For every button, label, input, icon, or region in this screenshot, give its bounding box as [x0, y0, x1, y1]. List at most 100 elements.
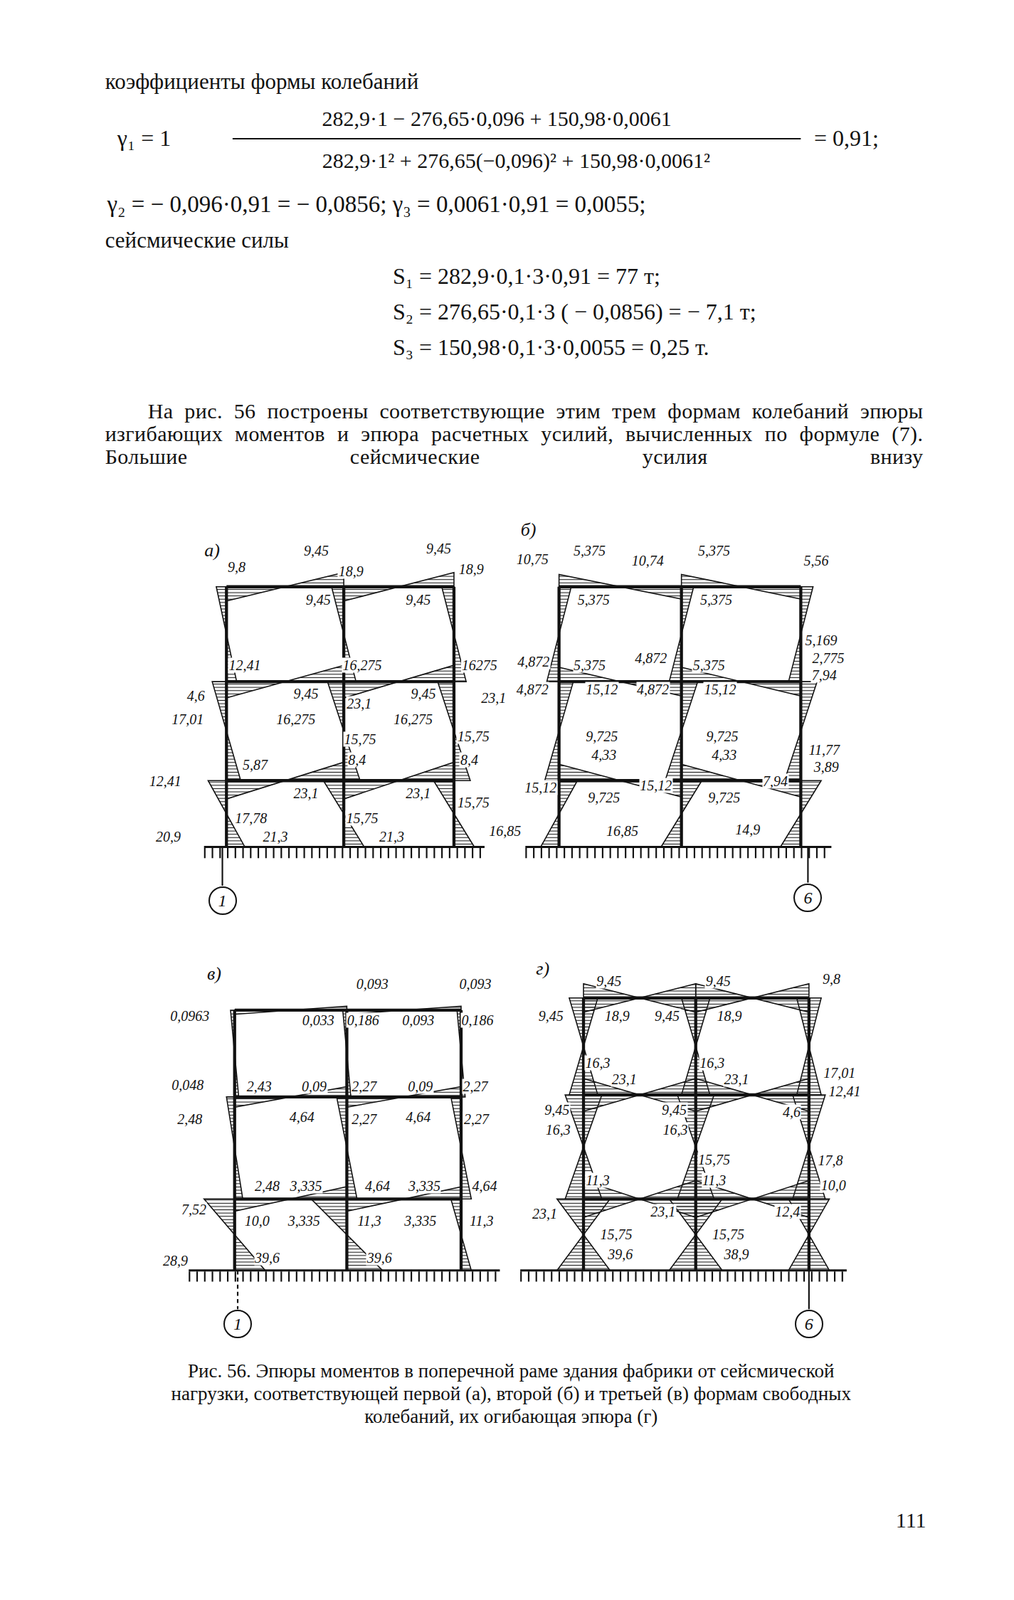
moment-value: 0,093: [458, 976, 493, 992]
moment-value: 9,45: [404, 592, 432, 607]
moment-value: 11,3: [356, 1213, 383, 1229]
moment-value: 14,9: [734, 821, 761, 837]
moment-value: 9,45: [409, 685, 437, 701]
formula-text: 282,9·1 − 276,65·0,096 + 150,98·0,0061: [322, 106, 672, 131]
moment-value: 5,375: [692, 657, 726, 673]
moment-value: 23,1: [649, 1204, 676, 1220]
moment-value: 4,872: [515, 682, 550, 698]
moment-value: 16,3: [698, 1055, 726, 1071]
axis-marker: 1: [223, 1310, 252, 1339]
moment-value: 3,335: [407, 1179, 442, 1195]
moment-value: 18,9: [716, 1008, 743, 1024]
moment-value: 11,77: [808, 742, 842, 758]
axis-number: 1: [233, 1315, 242, 1333]
moment-value: 0,0963: [169, 1008, 210, 1024]
moment-value: 12,4: [774, 1204, 801, 1220]
moment-value: 9,45: [425, 541, 452, 557]
moment-value: 9,725: [587, 790, 621, 806]
moment-value: 15,75: [456, 729, 491, 745]
formula-text: 111: [895, 1508, 927, 1533]
panel-letter: б): [520, 520, 537, 541]
moment-value: 39,6: [606, 1247, 634, 1263]
body-paragraph: На рис. 56 построены соответствующие эти…: [105, 399, 924, 469]
moment-value: 15,75: [711, 1226, 746, 1242]
moment-value: 5,375: [697, 543, 731, 559]
moment-value: 16,275: [275, 711, 316, 727]
moment-value: 18,9: [338, 563, 365, 579]
moment-value: 7,94: [811, 668, 838, 684]
moment-value: 8,4: [347, 752, 367, 768]
moment-value: 15,12: [703, 682, 738, 698]
moment-value: 2,48: [254, 1179, 281, 1195]
moment-value: 15,12: [523, 779, 558, 795]
moment-value: 2,43: [246, 1078, 273, 1094]
moment-value: 12,41: [828, 1083, 862, 1099]
moment-value: 9,45: [705, 974, 732, 990]
moment-value: 5,375: [577, 592, 611, 607]
moment-value: 9,725: [707, 790, 741, 806]
moment-value: 0,093: [401, 1012, 435, 1028]
moment-value: 28,9: [162, 1253, 189, 1269]
axis-number: 6: [804, 1315, 814, 1333]
formula-text: γ₂ = − 0,096·0,91 = − 0,0856; γ₃ = 0,006…: [107, 191, 647, 218]
moment-value: 16,275: [392, 711, 434, 727]
panel-letter: в): [207, 964, 222, 985]
moment-value: 12,41: [148, 774, 183, 790]
moment-value: 23,1: [404, 786, 432, 802]
moment-value: 17,78: [234, 810, 268, 826]
moment-value: 10,75: [515, 551, 550, 567]
moment-value: 21,3: [378, 828, 405, 844]
moment-value: 9,8: [821, 972, 842, 987]
moment-value: 4,64: [364, 1179, 391, 1195]
moment-value: 9,45: [305, 592, 332, 607]
moment-value: 15,75: [345, 810, 379, 826]
moment-value: 2,27: [463, 1111, 490, 1127]
moment-value: 11,3: [468, 1213, 495, 1229]
moment-value: 11,3: [584, 1172, 611, 1188]
moment-value: 15,75: [599, 1226, 633, 1242]
formula-text: S₃ = 150,98·0,1·3·0,0055 = 0,25 т.: [392, 335, 710, 361]
moment-value: 12,41: [228, 657, 262, 673]
moment-value: 4,64: [471, 1179, 498, 1195]
formula-text: S₁ = 282,9·0,1·3·0,91 = 77 т;: [392, 263, 661, 289]
moment-value: 9,45: [595, 974, 622, 990]
moment-value: 23,1: [293, 786, 320, 802]
moment-value: 7,94: [762, 774, 789, 790]
axis-number: 6: [803, 889, 812, 907]
moment-value: 7,52: [180, 1202, 208, 1218]
moment-value: 4,6: [186, 688, 206, 704]
moment-value: 4,872: [516, 654, 551, 670]
moment-value: 4,6: [782, 1104, 802, 1120]
moment-value: 0,048: [170, 1078, 205, 1093]
axis-number: 1: [218, 892, 227, 910]
moment-value: 9,45: [543, 1102, 570, 1118]
formula-text: сейсмические силы: [105, 228, 289, 253]
moment-value: 9,45: [653, 1008, 681, 1024]
moment-value: 0,186: [346, 1012, 380, 1028]
moment-value: 3,335: [289, 1179, 324, 1195]
moment-value: 2,775: [811, 650, 846, 666]
formula-text: 282,9·1² + 276,65(−0,096)² + 150,98·0,00…: [322, 148, 711, 173]
moment-value: 4,64: [404, 1109, 432, 1125]
moment-value: 9,725: [705, 729, 739, 745]
moment-value: 16,85: [605, 824, 639, 839]
moment-value: 8,4: [459, 752, 479, 768]
formula-text: = 0,91;: [814, 125, 879, 151]
moment-value: 3,335: [287, 1213, 321, 1229]
moment-value: 23,1: [723, 1071, 751, 1087]
moment-value: 9,45: [537, 1008, 565, 1024]
formula-text: γ₁ = 1: [117, 125, 171, 151]
moment-value: 0,09: [300, 1078, 328, 1094]
moment-value: 5,56: [802, 553, 829, 569]
moment-value: 3,89: [813, 759, 840, 775]
moment-value: 4,33: [710, 747, 738, 763]
moment-value: 20,9: [155, 828, 182, 844]
moment-value: 5,375: [572, 657, 607, 673]
moment-value: 16,3: [662, 1122, 689, 1138]
moment-value: 9,8: [226, 560, 247, 575]
moment-value: 9,45: [303, 543, 330, 559]
moment-value: 23,1: [345, 696, 373, 712]
moment-value: 16,3: [545, 1122, 572, 1138]
moment-value: 4,33: [590, 747, 617, 763]
